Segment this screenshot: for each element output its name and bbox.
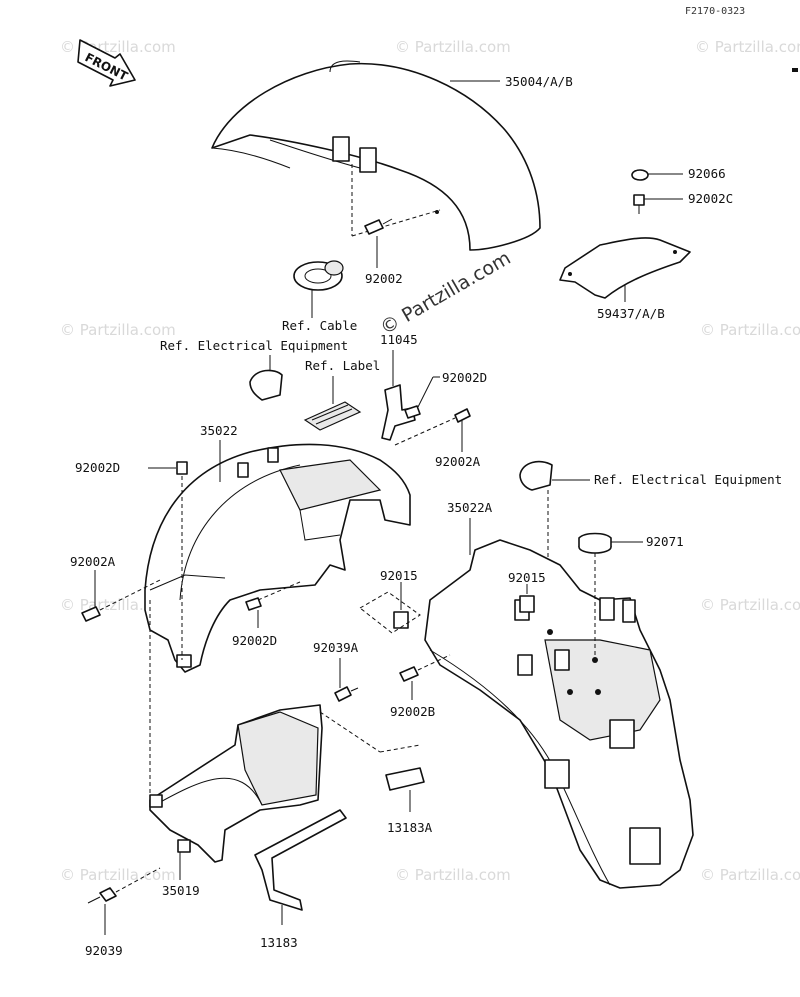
cable-grommet-icon — [293, 260, 344, 318]
callout-ref-label: Ref. Label — [305, 358, 380, 373]
bolt-92002a-left-icon — [81, 570, 161, 622]
bolt-92039-icon — [87, 867, 161, 935]
rear-fender-35022a — [424, 539, 694, 889]
callout-92015-a: 92015 — [380, 568, 418, 583]
callout-92071: 92071 — [646, 534, 684, 549]
bracket-13183a-icon — [385, 767, 425, 812]
watermark-layer: © Partzilla.com © Partzilla.com © Partzi… — [60, 38, 800, 884]
callout-92002b: 92002B — [390, 704, 435, 719]
bolt-92002c-icon — [633, 194, 683, 214]
callout-92002d-left: 92002D — [75, 460, 120, 475]
callout-35022: 35022 — [200, 423, 238, 438]
callout-92002: 92002 — [365, 271, 403, 286]
rear-fender-35022 — [144, 440, 411, 673]
watermark-9: © Partzilla.com — [395, 866, 511, 884]
watermark-2: © Partzilla.com — [395, 38, 511, 56]
callout-92066: 92066 — [688, 166, 726, 181]
callout-92002c: 92002C — [688, 191, 733, 206]
bolt-92002d-mid-icon — [245, 581, 301, 628]
callout-92039a: 92039A — [313, 640, 359, 655]
watermark-3: © Partzilla.com — [695, 38, 800, 56]
watermark-5: © Partzilla.com — [700, 321, 800, 339]
watermark-4: © Partzilla.com — [60, 321, 176, 339]
callout-35022a: 35022A — [447, 500, 493, 515]
bolt-92002d-top-icon — [404, 376, 440, 419]
callout-ref-electrical-2: Ref. Electrical Equipment — [594, 472, 782, 487]
callout-59437: 59437/A/B — [597, 306, 665, 321]
cap-92066-icon — [631, 169, 683, 181]
watermark-10: © Partzilla.com — [700, 866, 800, 884]
callout-92039: 92039 — [85, 943, 123, 958]
bolt-92002d-left-icon — [148, 461, 188, 660]
nut-92015-b-icon — [519, 584, 535, 613]
clamp-11045-icon — [381, 350, 416, 441]
front-arrow-icon: FRONT — [77, 39, 136, 87]
callout-13183a: 13183A — [387, 820, 433, 835]
watermark-7: © Partzilla.com — [700, 596, 800, 614]
bolt-92039a-icon — [334, 658, 359, 702]
callout-92002d-mid: 92002D — [232, 633, 277, 648]
cover-35019 — [149, 600, 421, 880]
callout-35019: 35019 — [162, 883, 200, 898]
callout-13183: 13183 — [260, 935, 298, 950]
watermark-1: © Partzilla.com — [60, 38, 176, 56]
bracket-13183-icon — [254, 809, 347, 925]
edge-mark — [792, 68, 798, 72]
callout-92002d-top: 92002D — [442, 370, 487, 385]
callout-11045: 11045 — [380, 332, 418, 347]
callout-92002a-left: 92002A — [70, 554, 116, 569]
callout-35004: 35004/A/B — [505, 74, 573, 89]
front-fender — [211, 60, 541, 251]
flap-59437 — [559, 237, 691, 302]
label-sticker-icon — [303, 376, 362, 431]
bolt-92002-icon — [364, 218, 393, 268]
callout-92002a-top: 92002A — [435, 454, 481, 469]
watermark-center: © Partzilla.com — [377, 247, 515, 339]
nut-92015-a-icon — [359, 582, 421, 634]
damper-92071-icon — [578, 532, 643, 660]
bolt-92002b-icon — [399, 654, 451, 700]
watermark-8: © Partzilla.com — [60, 866, 176, 884]
callout-ref-electrical-1: Ref. Electrical Equipment — [160, 338, 348, 353]
figure-code: F2170-0323 — [685, 6, 745, 17]
bolt-92002a-top-icon — [394, 408, 471, 452]
callout-ref-cable: Ref. Cable — [282, 318, 357, 333]
electrical-connector-icon — [249, 355, 283, 401]
callout-92015-b: 92015 — [508, 570, 546, 585]
